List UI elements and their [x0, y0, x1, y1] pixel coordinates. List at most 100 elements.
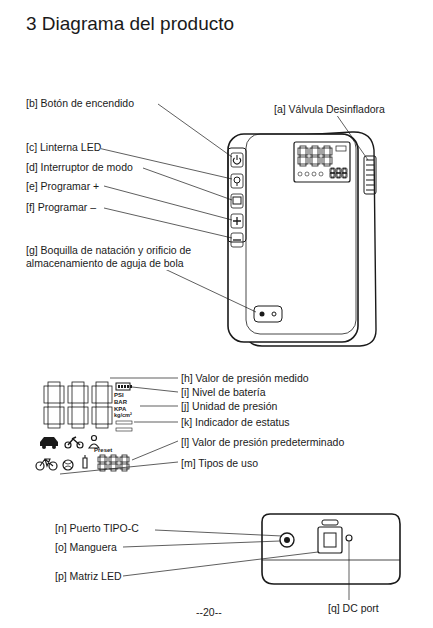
leader-line [60, 462, 178, 474]
digit-segment [111, 469, 116, 471]
plus-icon [233, 217, 241, 225]
led-matrix [318, 527, 342, 553]
button [231, 194, 243, 208]
battery-icon [116, 383, 130, 390]
callout-label: [p] Matriz LED [55, 570, 122, 583]
mode-icon [233, 197, 241, 204]
digit-segment [312, 155, 318, 157]
callout-label: [c] Linterna LED [26, 141, 101, 154]
ball-icon [63, 460, 73, 470]
car-wheel [52, 445, 56, 449]
digit-segment [322, 148, 324, 155]
button [231, 214, 243, 228]
digit-segment [48, 403, 60, 407]
callout-label: [g] Boquilla de natación y orificio de a… [26, 244, 196, 270]
valve-grille [366, 170, 374, 171]
callout-label: [b] Botón de encendido [26, 97, 134, 110]
digit-segment [340, 174, 341, 178]
digit-segment [324, 164, 330, 166]
use-icon [298, 172, 302, 176]
leader-line [123, 552, 318, 576]
callout-label: [l] Valor de presión predeterminado [181, 436, 344, 449]
callout-label: [i] Nivel de batería [181, 386, 266, 399]
digit-segment [105, 457, 107, 462]
device-base [262, 514, 400, 584]
digit-segment [312, 164, 318, 166]
callout-label: [e] Programar + [26, 180, 99, 193]
use-icon [305, 172, 309, 176]
digit-segment [318, 148, 320, 155]
leader-line [104, 208, 232, 238]
nozzle-hole [260, 312, 265, 317]
valve-grille [366, 185, 374, 186]
moto-icon [68, 437, 80, 445]
button [231, 233, 243, 247]
digit-segment [343, 177, 346, 178]
digit-segment [92, 407, 96, 424]
digit-segment [96, 424, 108, 428]
digit-segment [300, 164, 306, 166]
ball-icon [64, 462, 72, 468]
digit-segment [44, 407, 48, 424]
bike-icon [40, 459, 53, 466]
digit-segment [306, 148, 308, 155]
valve-grille [366, 175, 374, 176]
digit-segment [44, 386, 48, 403]
digit-segment [324, 146, 330, 148]
battery-tip [130, 385, 132, 388]
leader-line [110, 378, 178, 379]
digit-segment [336, 169, 337, 173]
leader-line [132, 387, 178, 392]
button [231, 174, 243, 188]
leader-line [123, 541, 280, 547]
digit-segment [330, 148, 332, 155]
page-number: --20-- [196, 606, 222, 619]
digit-segment [100, 462, 105, 464]
digit-segment [98, 464, 100, 469]
lcd-unit-text: kg/cm² [114, 413, 132, 419]
callout-label: [o] Manguera [55, 541, 117, 554]
digit-segment [331, 177, 334, 178]
digit-segment [108, 386, 112, 403]
callout-label: [q] DC port [328, 602, 379, 615]
digit-segment [343, 173, 346, 174]
digit-segment [116, 457, 118, 462]
digit-segment [346, 169, 347, 173]
digit-segment [96, 403, 108, 407]
light-icon [234, 177, 240, 183]
digit-segment [312, 146, 318, 148]
digit-segment [120, 464, 122, 469]
digit-segment [298, 157, 300, 164]
nozzle-slot [254, 306, 282, 322]
lcd-detail [36, 382, 132, 471]
digit-segment [122, 469, 127, 471]
digit-segment [340, 169, 341, 173]
digit-segment [48, 382, 60, 386]
digit-segment [337, 168, 340, 169]
status-indicator [116, 421, 132, 424]
digit-segment [331, 168, 334, 169]
led-matrix [324, 533, 336, 547]
digit-segment [96, 382, 108, 386]
power-icon [236, 155, 237, 160]
digit-segment [346, 174, 347, 178]
digit-segment [322, 157, 324, 164]
callout-label: [h] Valor de presión medido [181, 372, 309, 385]
leader-line [132, 441, 178, 460]
callout-label: [n] Puerto TIPO-C [55, 522, 139, 535]
digit-segment [98, 457, 100, 462]
digit-segment [60, 407, 64, 424]
digit-segment [84, 407, 88, 424]
valve-grille [366, 180, 374, 181]
digit-segment [60, 386, 64, 403]
base-edge [262, 560, 400, 561]
lcd-unit-text: PSI [114, 392, 124, 398]
digit-segment [111, 462, 116, 464]
digit-segment [48, 424, 60, 428]
minus-icon [233, 239, 241, 240]
device-front-view [228, 132, 376, 346]
callout-label: [m] Tipos de uso [181, 457, 258, 470]
valve-grille [366, 190, 374, 191]
callout-label: [j] Unidad de presión [181, 400, 277, 413]
button [231, 153, 243, 167]
